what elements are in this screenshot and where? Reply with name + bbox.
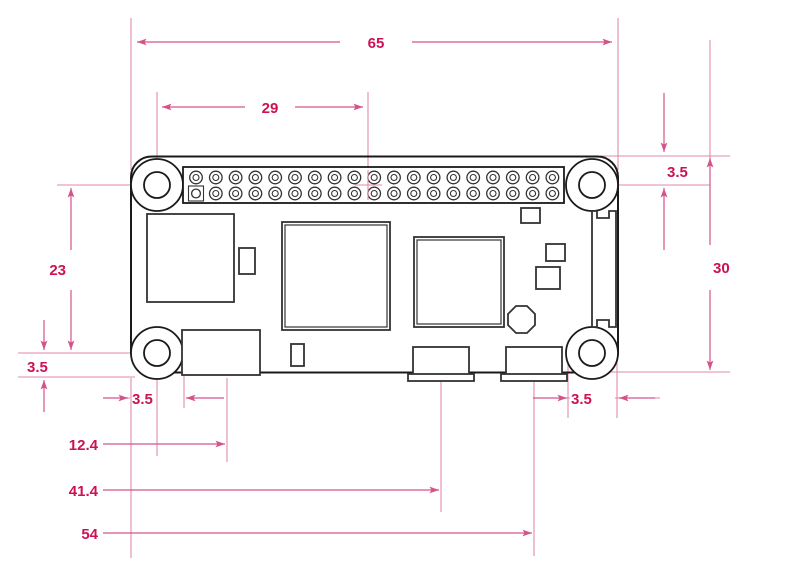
dimension-label-12-4: 12.4 — [69, 437, 99, 454]
gpio-pins — [189, 170, 560, 201]
dimension-top-right-edge: 3.5 — [660, 93, 688, 250]
dimension-label-23: 23 — [49, 262, 66, 279]
dimension-header-offset: 29 — [162, 100, 363, 117]
dimension-label-bottom-left-3-5: 3.5 — [27, 359, 48, 376]
dimension-label-right-bottom-3-5: 3.5 — [571, 391, 592, 408]
dimension-connector-offset-3: 54 — [81, 526, 532, 543]
component-small-ic-4 — [545, 243, 566, 262]
board-components-group — [146, 207, 617, 376]
dimension-label-left-bottom-3-5: 3.5 — [132, 391, 153, 408]
component-csi-connector — [591, 210, 617, 328]
component-sdram-chip — [146, 213, 235, 303]
extension-lines-horizontal — [18, 155, 730, 534]
hole-centermarks — [355, 170, 382, 200]
mounting-hole-top-right — [565, 158, 619, 212]
component-small-ic-2 — [290, 343, 305, 367]
dimension-bottom-left-horizontal: 3.5 — [103, 391, 224, 408]
mounting-hole-bottom-left — [130, 326, 184, 380]
dimension-overall-width: 65 — [137, 35, 612, 52]
dimension-bottom-left-edge: 3.5 — [27, 320, 48, 412]
mounting-hole-top-left — [130, 158, 184, 212]
dimension-bottom-right-horizontal: 3.5 — [533, 391, 655, 408]
dimension-hole-vertical-span: 23 — [49, 188, 75, 350]
connector-microusb-power — [407, 346, 475, 382]
component-soc-chip-inner — [284, 224, 388, 328]
dimension-connector-offset-1: 12.4 — [69, 437, 225, 454]
gpio-header — [182, 166, 565, 204]
dimension-label-54: 54 — [81, 526, 98, 543]
dimension-label-29: 29 — [262, 100, 279, 117]
dimension-overall-height: 30 — [706, 158, 730, 370]
connector-microusb-data — [500, 346, 568, 382]
mounting-holes-group — [130, 158, 619, 380]
dimension-label-30: 30 — [713, 260, 730, 277]
component-small-ic-1 — [238, 247, 256, 275]
dimension-label-65: 65 — [368, 35, 385, 52]
component-wifi-module-inner — [416, 239, 502, 325]
dimension-label-top-right-3-5: 3.5 — [667, 164, 688, 181]
component-small-ic-3 — [520, 207, 541, 224]
mounting-hole-bottom-right — [565, 326, 619, 380]
component-crystal-octagon — [507, 305, 536, 334]
dimension-label-41-4: 41.4 — [69, 483, 99, 500]
component-small-ic-5 — [535, 266, 561, 290]
dimension-connector-offset-2: 41.4 — [69, 483, 439, 500]
component-sd-card-slot — [181, 329, 261, 376]
bottom-connectors-group — [407, 346, 568, 382]
